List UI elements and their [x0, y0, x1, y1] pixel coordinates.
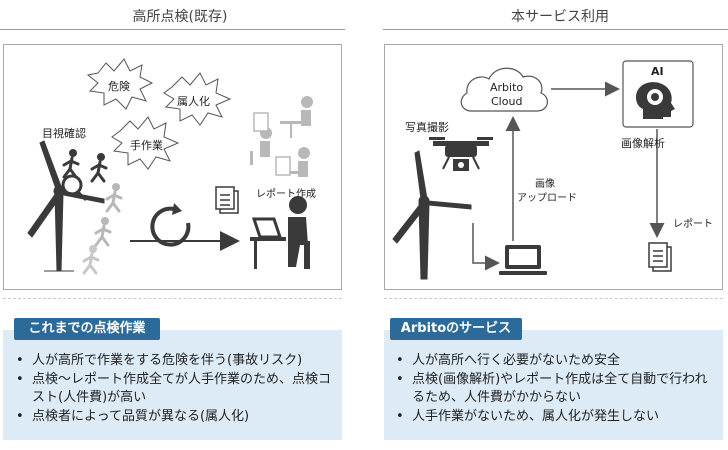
analysis-label: 画像解析	[621, 137, 665, 150]
existing-inspection-illustration	[27, 58, 313, 275]
left-column-title: 高所点検(既存)	[132, 9, 228, 25]
left-bullet-1: 人が高所で作業をする危険を伴う(事故リスク)	[12, 352, 340, 370]
manual-burst	[111, 116, 180, 170]
upload-label-line2: アップロード	[517, 193, 577, 204]
walking-person-icon-5	[82, 245, 100, 275]
left-bullet-3: 点検者によって品質が異なる(属人化)	[12, 408, 340, 426]
left-illustration-panel: 危険 属人化 手作業 目視確認 レポート作成	[3, 44, 342, 290]
cycle-icon	[150, 203, 191, 247]
right-banner: Arbitoのサービス	[390, 318, 522, 340]
walking-person-icon-1	[62, 149, 80, 179]
wind-turbine-icon	[27, 140, 105, 272]
magnifier-icon	[61, 174, 88, 202]
label-manual: 手作業	[130, 139, 163, 152]
walking-person-icon-4	[94, 217, 112, 247]
ai-label: AI	[651, 65, 664, 78]
left-bullet-2: 点検～レポート作成全てが人手作業のため、点検コスト(人件費)が高い	[12, 371, 340, 407]
left-divider	[3, 298, 342, 299]
laptop-icon	[499, 245, 547, 275]
label-danger: 危険	[108, 80, 130, 93]
left-banner: これまでの点検作業	[14, 318, 160, 340]
label-visual-check: 目視確認	[42, 127, 86, 140]
right-illustration-panel: Arbito Cloud AI 写真撮影 画像 アップロード 画像解析 レポート	[384, 44, 723, 290]
ai-head-icon	[635, 82, 675, 119]
report-document-icon	[648, 242, 672, 272]
desk-worker-icon	[250, 196, 310, 269]
cloud-label-line1: Arbito	[490, 81, 524, 94]
right-column-title: 本サービス利用	[511, 9, 609, 25]
right-title-rule	[383, 29, 728, 30]
right-divider	[384, 298, 723, 299]
upload-label-line1: 画像	[535, 179, 555, 190]
turbine-to-laptop-arrow	[472, 223, 500, 271]
document-icon	[215, 186, 239, 214]
label-report-creation: レポート作成	[256, 189, 316, 200]
right-bullet-1: 人が高所へ行く必要がないため安全	[392, 352, 720, 370]
right-bullet-3: 人手作業がないため、属人化が発生しない	[392, 408, 720, 426]
wind-turbine-icon-right	[392, 150, 472, 280]
danger-burst	[86, 58, 154, 110]
drone-icon	[429, 137, 493, 171]
right-bullet-list: 人が高所へ行く必要がないため安全 点検(画像解析)やレポート作成は全て自動で行わ…	[392, 352, 720, 427]
person-dependent-burst	[163, 72, 232, 126]
cloud-label-line2: Cloud	[491, 95, 523, 108]
walking-person-icon-3	[105, 183, 123, 213]
left-bullet-list: 人が高所で作業をする危険を伴う(事故リスク) 点検～レポート作成全てが人手作業の…	[12, 352, 340, 427]
walking-person-icon-2	[90, 153, 108, 183]
service-flow-illustration	[392, 60, 694, 280]
right-bullet-2: 点検(画像解析)やレポート作成は全て自動で行われるため、人件費がかからない	[392, 371, 720, 407]
left-title-rule	[0, 29, 345, 30]
cloud-icon	[460, 67, 548, 112]
office-workers-icon	[250, 96, 313, 177]
label-person-dependent: 属人化	[177, 95, 210, 108]
photo-label: 写真撮影	[405, 121, 449, 134]
report-label: レポート	[673, 219, 713, 230]
